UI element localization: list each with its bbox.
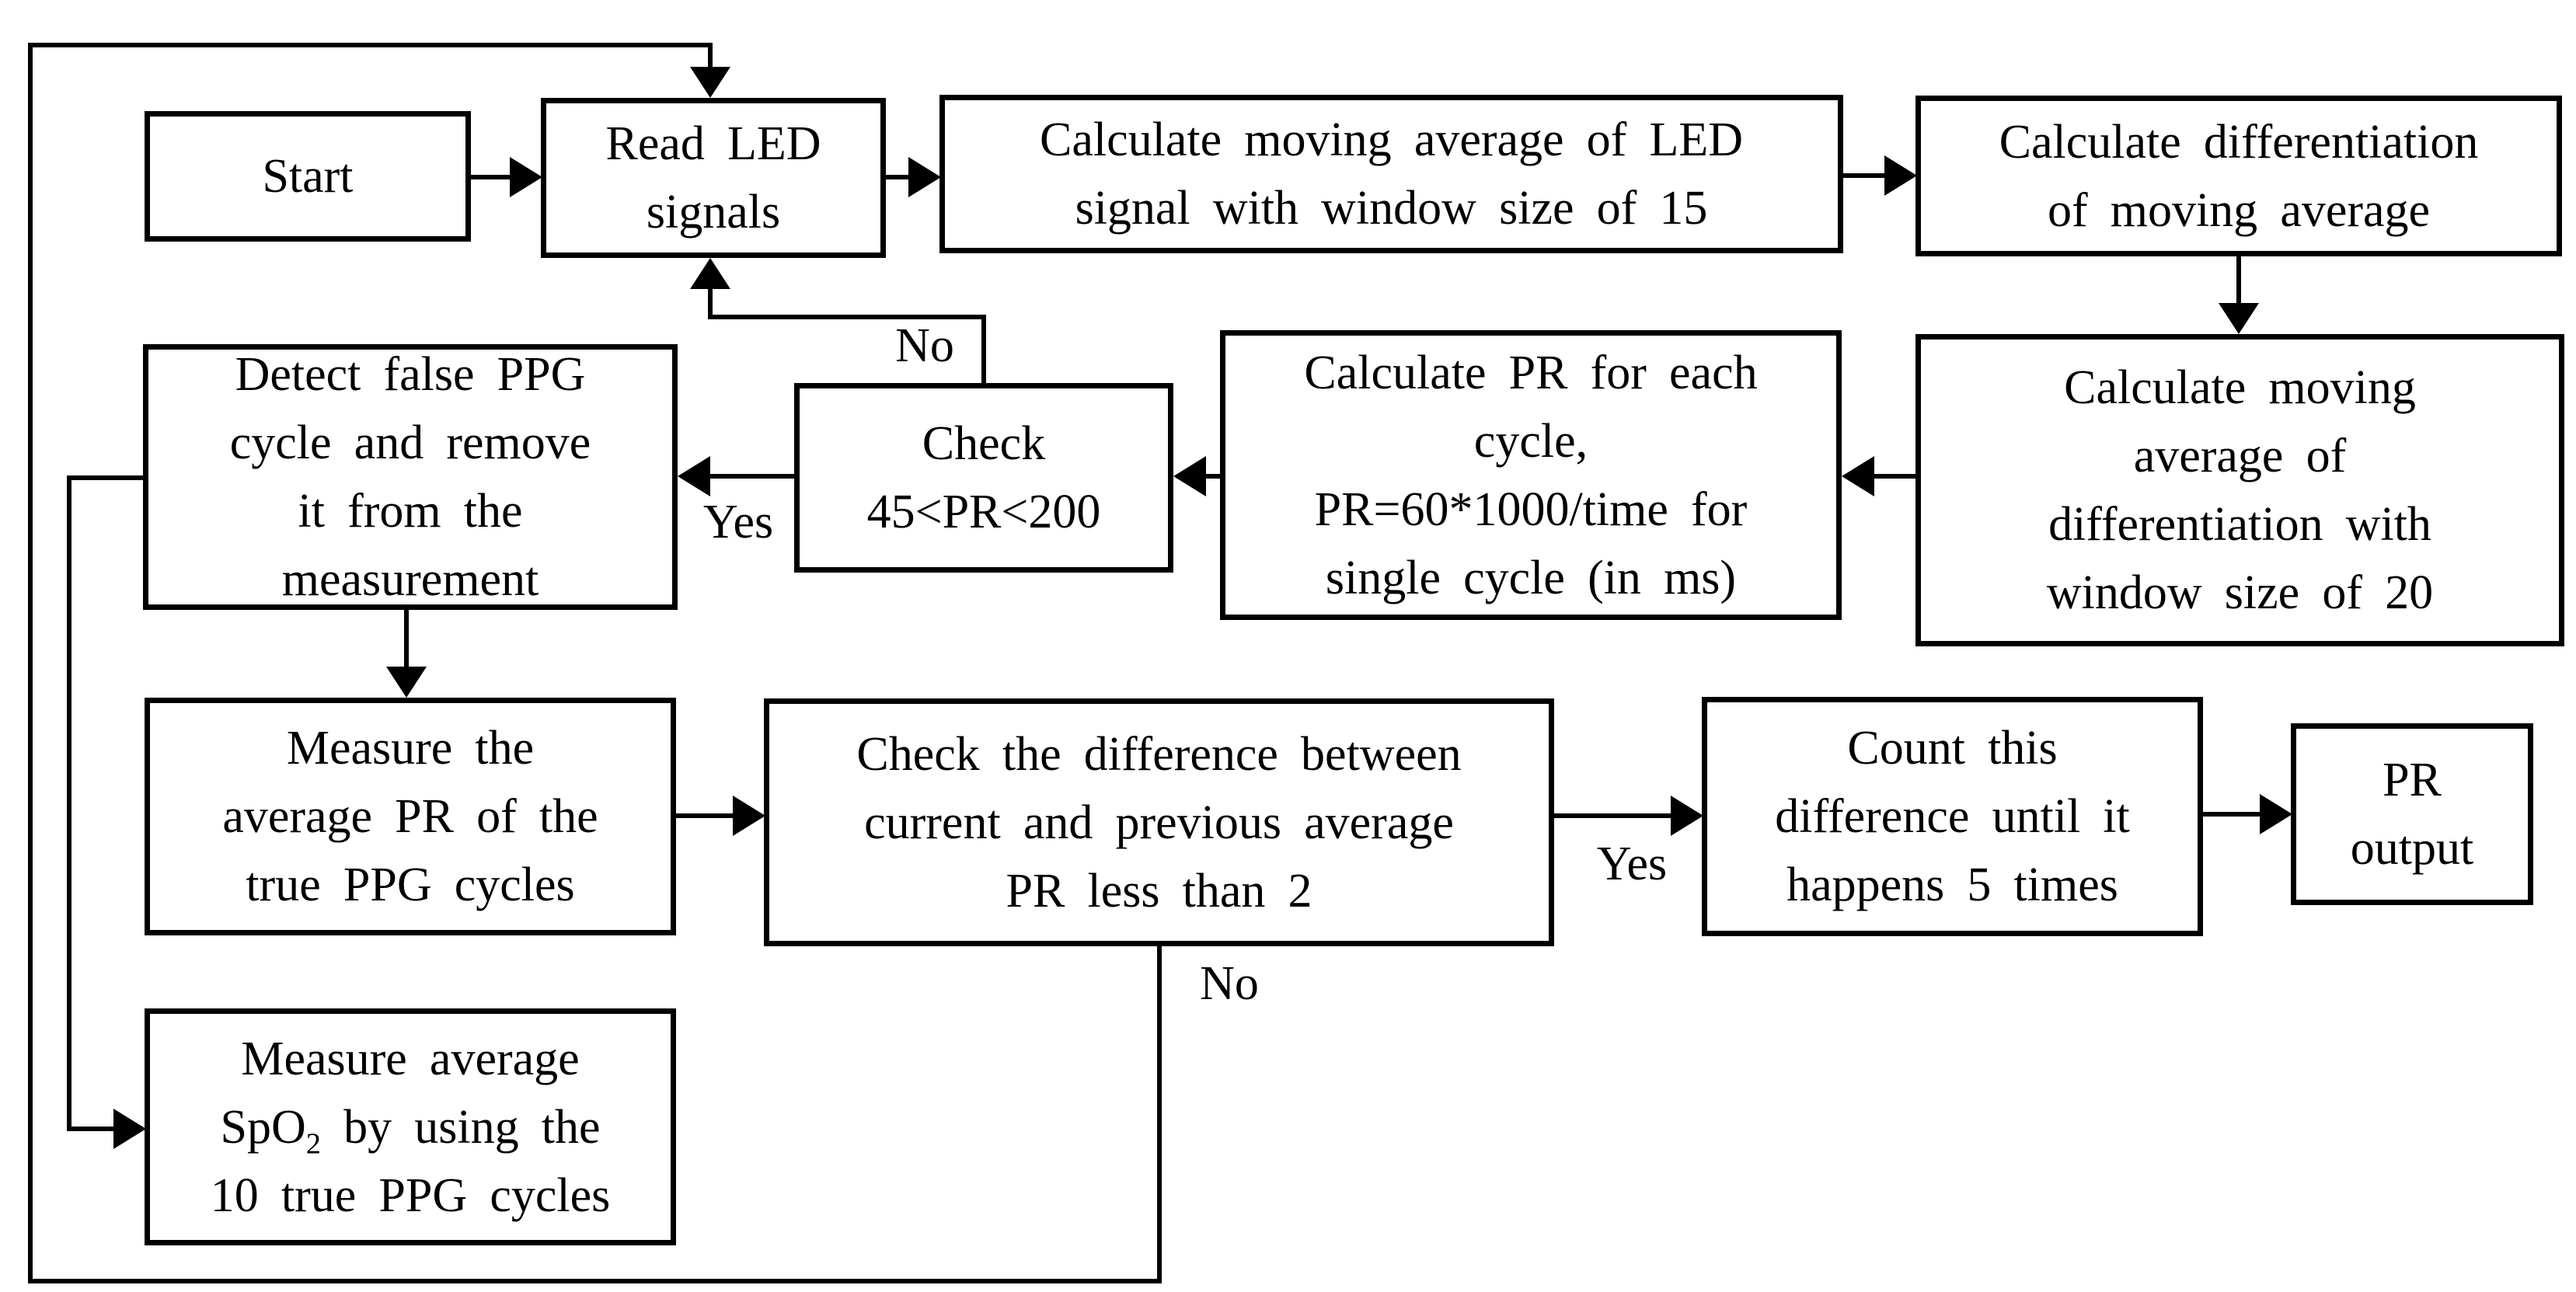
node-line: Measure average [241,1032,580,1085]
node-line: signal with window size of 15 [1075,182,1708,235]
node-line: SpO2 by using the [150,1093,671,1161]
node-start: Start [145,111,471,242]
node-label: Start [262,150,354,203]
edge-detect-branch-left [67,475,143,480]
edge-detect-branch-down [67,475,71,1129]
arrowhead-left-detect-false [678,456,710,496]
edge-count-to-pr-output [2203,812,2260,817]
edge-loop-bottom [28,1279,1162,1283]
node-line: output [2350,822,2474,875]
edge-loop-left [28,43,33,1283]
node-line: current and previous average [864,796,1454,849]
edge-check-pr-no-across [708,315,986,319]
node-line: difference until it [1775,790,2130,843]
edge-detect-to-measure-pr [404,610,409,667]
edge-check-diff-yes [1554,813,1671,818]
edge-label-no-check-diff: No [1200,956,1259,1010]
spo2-text: SpO [220,1100,306,1154]
node-line: Check the difference between [856,727,1462,781]
edge-label-yes-check-diff: Yes [1596,837,1668,890]
arrowhead-right-check-diff [733,796,765,836]
node-line: PR less than 2 [1006,864,1312,918]
node-line: Read LED [605,117,821,170]
node-line: signals [646,186,781,239]
edge-loop-top [28,43,712,47]
arrowhead-right-spo2 [113,1109,146,1149]
node-line: true PPG cycles [246,858,575,911]
arrowhead-right-read-led [510,157,542,197]
arrowhead-down-measure-pr [386,667,427,698]
node-calc-differentiation: Calculate differentiation of moving aver… [1915,96,2562,256]
node-line: single cycle (in ms) [1325,551,1737,604]
node-line: window size of 20 [2046,566,2434,619]
arrowhead-right-differentiation [1884,155,1917,196]
node-line: Calculate PR for each [1304,346,1758,399]
node-line: happens 5 times [1786,858,2118,911]
node-line: Check [922,417,1046,470]
edge-measure-pr-to-check-diff [676,813,733,818]
edge-branch-to-spo2 [67,1127,113,1131]
node-count-difference: Count this difference until it happens 5… [1702,697,2203,936]
node-check-pr-range: Check 45<PR<200 [794,383,1173,573]
node-calc-moving-average-led: Calculate moving average of LED signal w… [939,95,1843,253]
node-line: average PR of the [222,790,598,843]
arrowhead-left-calc-pr [1842,456,1874,496]
node-line: PR=60*1000/time for [1314,482,1748,536]
node-line: differentiation with [2048,498,2431,551]
node-measure-average-pr: Measure the average PR of the true PPG c… [145,698,676,935]
edge-differentiation-down [2236,256,2241,303]
edge-read-led-to-moving-average [886,175,908,179]
edge-moving-average-to-differentiation [1843,173,1884,178]
node-line: 10 true PPG cycles [210,1168,611,1222]
node-line: measurement [281,553,539,606]
edge-label-no-check-pr: No [895,319,954,372]
arrowhead-left-check-pr [1173,456,1206,496]
arrowhead-down-moving-average-diff [2219,303,2259,334]
node-line: PR [2383,754,2442,806]
node-line: cycle, [1473,414,1588,468]
edge-moving-average-diff-to-calc-pr [1873,474,1915,479]
node-line: Calculate differentiation [1999,115,2479,169]
arrowhead-down-into-read-led [690,67,730,98]
node-line: cycle and remove [229,416,591,469]
node-line: 45<PR<200 [866,486,1101,538]
edge-check-pr-no-into-read [708,284,713,319]
node-read-led-signals: Read LED signals [541,98,886,258]
spo2-subscript: 2 [305,1127,321,1160]
node-line: it from the [298,485,523,538]
arrowhead-right-moving-average [908,157,941,197]
arrowhead-right-count [1671,796,1703,836]
node-line: Calculate moving [2064,361,2416,414]
node-line: Count this [1847,722,2058,775]
node-pr-output: PR output [2291,723,2533,905]
node-check-pr-difference: Check the difference between current and… [764,698,1554,946]
edge-check-pr-no-up [981,315,986,383]
edge-start-to-read-led [471,175,510,179]
edge-loop-entry [708,43,713,70]
node-line: of moving average [2047,183,2431,237]
node-measure-average-spo2: Measure average SpO2 by using the 10 tru… [145,1008,676,1245]
edge-check-diff-no-down [1157,946,1162,1283]
arrowhead-up-read-led [690,258,730,289]
edge-calc-pr-to-check-pr [1204,474,1220,479]
node-detect-false-ppg: Detect false PPG cycle and remove it fro… [143,344,678,610]
node-calc-moving-average-differentiation: Calculate moving average of differentiat… [1915,334,2564,646]
node-line: average of [2133,430,2347,482]
node-calc-pr-each-cycle: Calculate PR for each cycle, PR=60*1000/… [1220,330,1842,620]
node-line: Measure the [286,722,535,775]
arrowhead-right-pr-output [2260,794,2292,834]
edge-label-yes-check-pr: Yes [702,495,774,548]
node-line: Detect false PPG [235,348,586,401]
node-line: Calculate moving average of LED [1039,113,1743,166]
spo2-text-tail: by using the [320,1100,601,1154]
edge-check-pr-yes [709,474,794,479]
